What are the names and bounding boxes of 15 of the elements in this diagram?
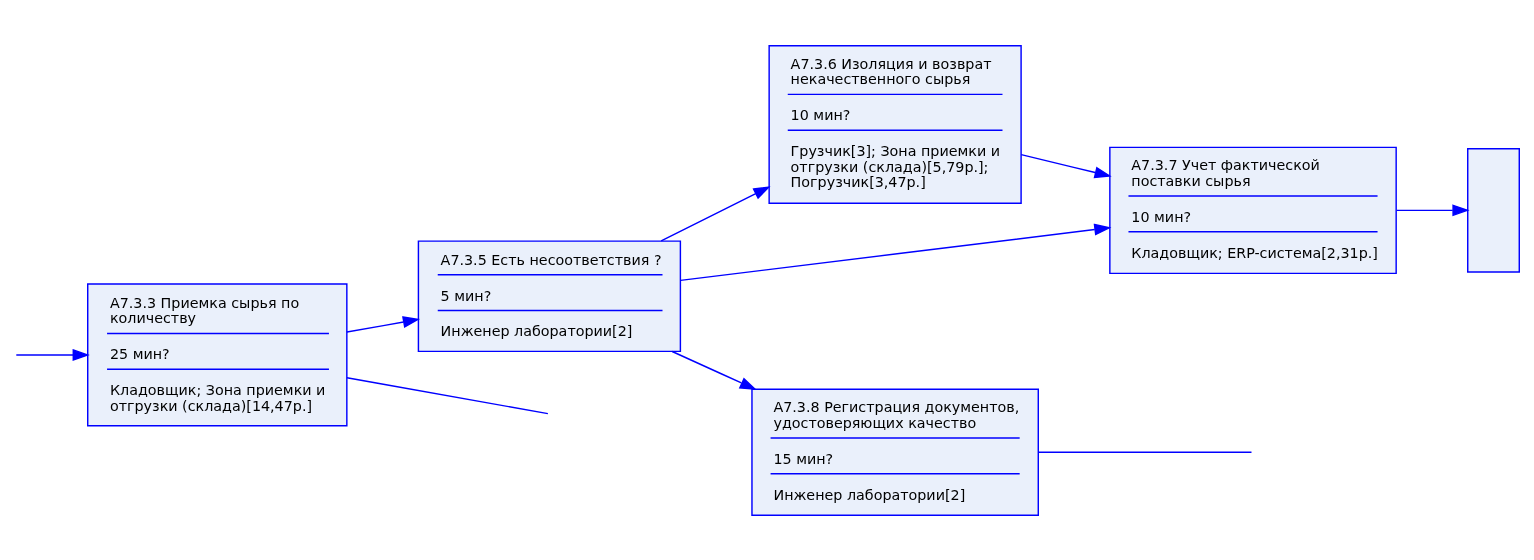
node-box: A7.3.8 Регистрация документов, удостоверяющих качество 15 мин? Инженер лаборатории[2] bbox=[751, 388, 1039, 516]
arrow bbox=[1396, 203, 1470, 216]
arrow bbox=[660, 185, 771, 242]
node-box: A7.3.3 Приемка сырья по количеству 25 мин? Кладовщик; Зона приемки и отгрузки (склада)[14,47р.] bbox=[87, 282, 348, 426]
node-box: A7.3.5 Есть несоответствия ? 5 мин? Инженер лаборатории[2] bbox=[417, 239, 682, 352]
arrow bbox=[1020, 153, 1112, 178]
connector bbox=[1037, 451, 1253, 453]
arrow bbox=[15, 348, 90, 361]
node-box bbox=[1467, 147, 1520, 273]
arrow bbox=[346, 315, 421, 333]
arrow bbox=[671, 350, 757, 390]
node-box: A7.3.7 Учет фактической поставки сырья 10 мин? Кладовщик; ERP-система[2,31р.] bbox=[1109, 146, 1397, 274]
node-box: A7.3.6 Изоляция и возврат некачественного сырья 10 мин? Грузчик[3]; Зона приемки и отгрузки (склада)[5,79р.]; Погрузчик[3,47р.] bbox=[768, 44, 1022, 204]
arrow bbox=[679, 223, 1112, 281]
connector bbox=[346, 376, 549, 414]
